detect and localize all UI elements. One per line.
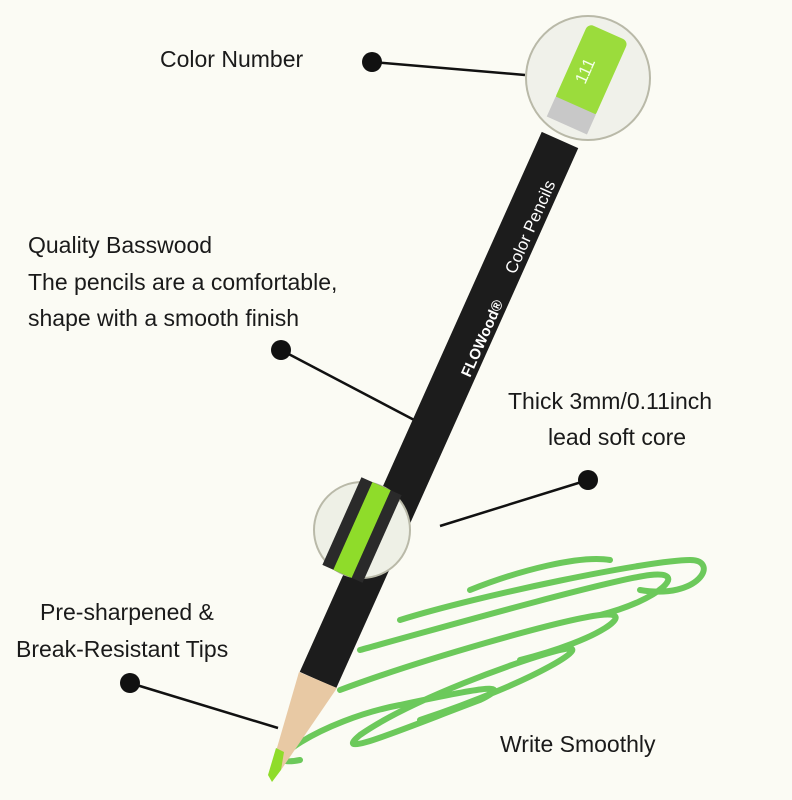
- callout-lines: [129, 60, 589, 730]
- label-core-line1: Thick 3mm/0.11inch: [508, 388, 713, 414]
- label-write-smoothly: Write Smoothly: [500, 731, 656, 757]
- callout-dot: [578, 470, 598, 490]
- callout-dot: [120, 673, 140, 693]
- label-basswood-line1: The pencils are a comfortable,: [28, 269, 338, 295]
- callout-dot: [271, 340, 291, 360]
- green-scribble: [280, 556, 707, 765]
- pencil-wood-tip: [272, 672, 337, 770]
- label-tips-line1: Pre-sharpened &: [40, 599, 214, 625]
- pencil-lead-tip: [268, 748, 284, 782]
- pencil-body: [299, 131, 579, 689]
- lead-core: [333, 482, 391, 578]
- label-tips-line2: Break-Resistant Tips: [16, 636, 229, 662]
- label-basswood-line2: shape with a smooth finish: [28, 305, 300, 331]
- label-color-number: Color Number: [160, 46, 304, 72]
- pencil-end-cap: [555, 25, 627, 117]
- label-core-line2: lead soft core: [548, 424, 687, 450]
- pencil-ferrule: [546, 96, 596, 135]
- callout-dot: [362, 52, 382, 72]
- label-basswood-title: Quality Basswood: [28, 232, 213, 258]
